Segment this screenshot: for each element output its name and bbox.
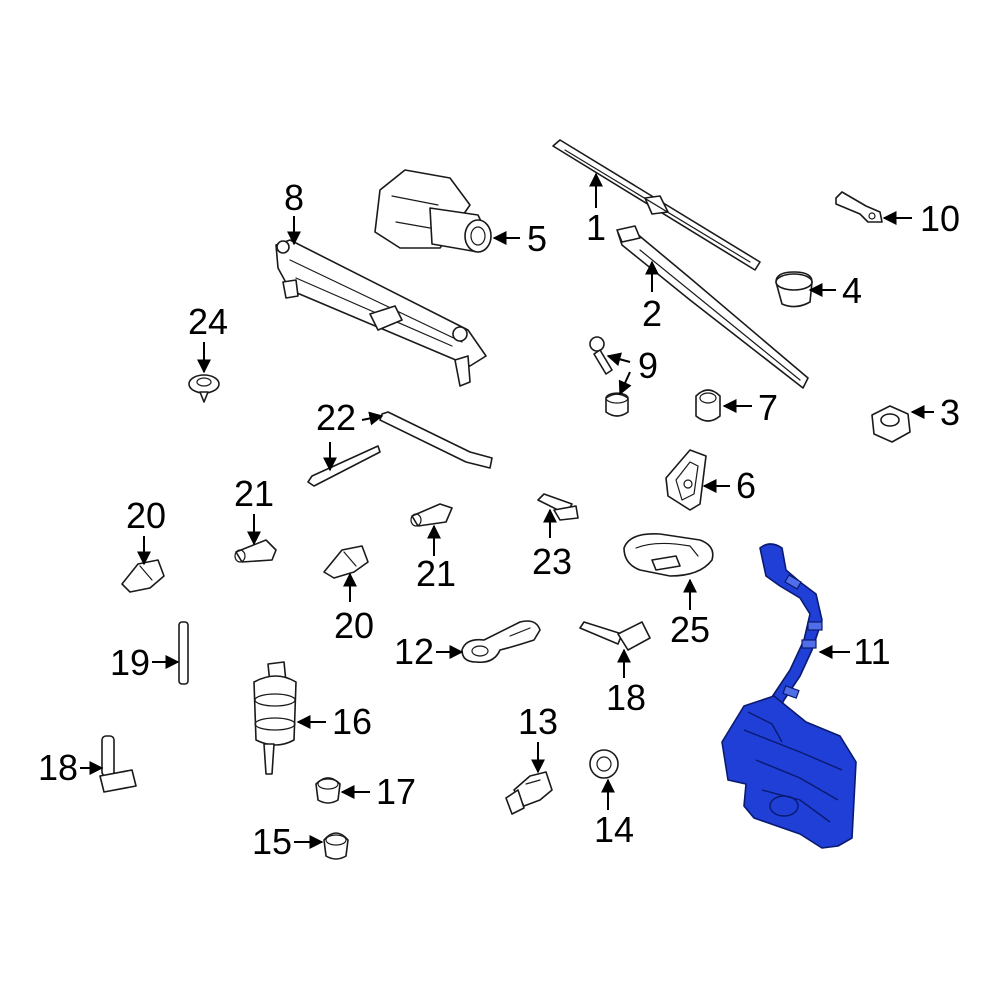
- hex-nut-part[interactable]: [871, 405, 911, 443]
- grommet-part[interactable]: [695, 389, 721, 422]
- callout-15: 15: [252, 821, 292, 862]
- callout-11: 11: [853, 631, 890, 672]
- callout-17: 17: [376, 771, 416, 812]
- callout-19: 19: [110, 642, 150, 683]
- connector-right-part[interactable]: [579, 621, 651, 651]
- callout-18-right: 18: [606, 677, 646, 718]
- callout-9: 9: [638, 345, 658, 386]
- callout-12: 12: [394, 631, 434, 672]
- callout-21-center: 21: [416, 553, 456, 594]
- connector-left-part[interactable]: [99, 735, 137, 793]
- t-connector-part[interactable]: [537, 493, 579, 521]
- wiper-blade-part[interactable]: [552, 139, 761, 271]
- small-bracket-part[interactable]: [835, 191, 883, 223]
- wiper-linkage-part[interactable]: [275, 239, 487, 387]
- callout-8: 8: [284, 177, 304, 218]
- callout-13: 13: [518, 701, 558, 742]
- nut-part[interactable]: [323, 832, 349, 860]
- callout-18-left: 18: [38, 747, 78, 788]
- bracket-part[interactable]: [665, 449, 707, 511]
- wiper-arm-part[interactable]: [616, 225, 809, 389]
- hose-part[interactable]: [307, 411, 493, 487]
- nozzle-left-part[interactable]: [121, 559, 165, 593]
- callout-23: 23: [532, 541, 572, 582]
- callout-22: 22: [316, 397, 356, 438]
- gasket-part[interactable]: [461, 620, 541, 664]
- callout-24: 24: [188, 301, 228, 342]
- callout-7: 7: [758, 387, 778, 428]
- leader-9b: [618, 371, 632, 396]
- hose-connector-left-part[interactable]: [234, 539, 277, 563]
- callout-20-center: 20: [334, 605, 374, 646]
- leader-9a: [606, 352, 631, 367]
- rod-part[interactable]: [178, 621, 189, 685]
- callout-25: 25: [670, 609, 710, 650]
- callout-20-left: 20: [126, 495, 166, 536]
- cap-part[interactable]: [775, 271, 813, 308]
- wiper-motor-part[interactable]: [374, 169, 492, 253]
- callout-21-left: 21: [234, 473, 274, 514]
- washer-pump-part[interactable]: [253, 661, 297, 775]
- clip-part[interactable]: [188, 374, 220, 403]
- hose-connector-center-part[interactable]: [410, 503, 453, 527]
- callout-6: 6: [736, 465, 756, 506]
- callout-14: 14: [594, 809, 634, 850]
- callout-4: 4: [842, 270, 862, 311]
- callout-10: 10: [920, 198, 960, 239]
- callout-2: 2: [642, 293, 662, 334]
- nut-small-part[interactable]: [315, 777, 341, 804]
- callout-3: 3: [940, 392, 960, 433]
- callout-5: 5: [527, 218, 547, 259]
- nozzle-housing-part[interactable]: [623, 532, 714, 577]
- nozzle-center-part[interactable]: [323, 545, 369, 579]
- bushing-part[interactable]: [605, 392, 629, 417]
- sensor-part[interactable]: [505, 771, 553, 815]
- callout-1: 1: [586, 207, 606, 248]
- leader-22a: [361, 411, 384, 426]
- callout-16: 16: [332, 701, 372, 742]
- washer-reservoir-part[interactable]: [721, 543, 857, 849]
- grommet-small-part[interactable]: [589, 749, 619, 779]
